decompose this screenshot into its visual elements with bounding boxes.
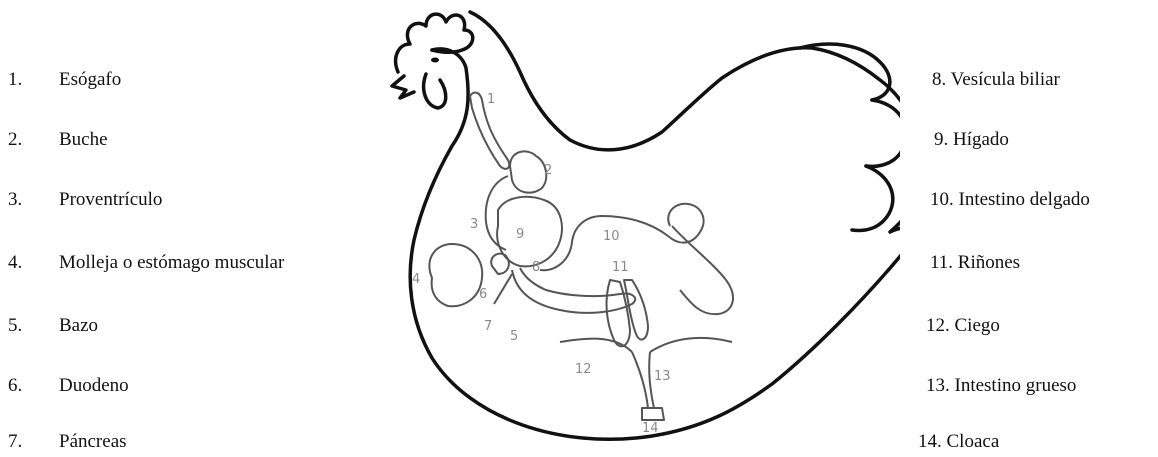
wing-feather-2 xyxy=(866,100,900,166)
legend-label: Buche xyxy=(59,129,108,151)
pancreas-arrow xyxy=(494,274,512,304)
wing-feather-3 xyxy=(852,166,893,231)
diagram-label-11: 11 xyxy=(612,260,629,275)
diagram-label-6: 6 xyxy=(479,287,487,302)
legend-number: 1. xyxy=(8,69,22,91)
legend-label: Proventrículo xyxy=(59,189,162,211)
diagram-number-labels: 1 2 3 4 5 6 7 8 9 10 11 12 13 14 xyxy=(412,92,671,436)
diagram-label-9: 9 xyxy=(516,227,524,242)
beak xyxy=(392,76,414,98)
chicken-digestive-diagram: 1 2 3 4 5 6 7 8 9 10 11 12 13 14 xyxy=(380,0,900,457)
diagram-label-1: 1 xyxy=(487,92,495,107)
eye xyxy=(431,58,439,63)
cloaca xyxy=(642,408,664,420)
wing-feather-1 xyxy=(800,44,890,100)
legend-item-9: 9. Hígado xyxy=(934,129,1009,151)
legend-item-14: 14. Cloaca xyxy=(918,431,999,453)
legend-item-8: 8. Vesícula biliar xyxy=(932,69,1060,91)
small-intestine xyxy=(540,204,733,314)
comb xyxy=(396,14,473,72)
legend-number: 5. xyxy=(8,315,22,337)
legend-label: Esógafo xyxy=(59,69,121,91)
legend-item-10: 10. Intestino delgado xyxy=(930,189,1090,211)
legend-number: 4. xyxy=(8,252,22,274)
legend-item-13: 13. Intestino grueso xyxy=(926,375,1076,397)
large-intestine xyxy=(632,352,654,408)
diagram-label-14: 14 xyxy=(642,421,659,436)
legend-number: 3. xyxy=(8,189,22,211)
chicken-outline xyxy=(392,12,900,439)
diagram-label-13: 13 xyxy=(654,369,671,384)
legend-number: 6. xyxy=(8,375,22,397)
legend-label: Duodeno xyxy=(59,375,129,397)
legend-item-11: 11. Riñones xyxy=(930,252,1020,274)
gizzard xyxy=(429,244,482,306)
legend-label: Bazo xyxy=(59,315,98,337)
diagram-label-8: 8 xyxy=(532,260,540,275)
diagram-label-5: 5 xyxy=(510,329,518,344)
diagram-label-12: 12 xyxy=(575,362,592,377)
legend-label: Páncreas xyxy=(59,431,127,453)
wattle xyxy=(424,74,446,108)
legend-label: Molleja o estómago muscular xyxy=(59,252,284,274)
crop xyxy=(510,151,546,192)
legend-item-12: 12. Ciego xyxy=(926,315,1000,337)
legend-number: 7. xyxy=(8,431,22,453)
diagram-label-3: 3 xyxy=(470,217,478,232)
legend-number: 2. xyxy=(8,129,22,151)
caeca xyxy=(560,338,732,352)
diagram-label-10: 10 xyxy=(603,229,620,244)
diagram-label-4: 4 xyxy=(412,272,420,287)
diagram-label-7: 7 xyxy=(484,319,492,334)
diagram-label-2: 2 xyxy=(544,163,552,178)
